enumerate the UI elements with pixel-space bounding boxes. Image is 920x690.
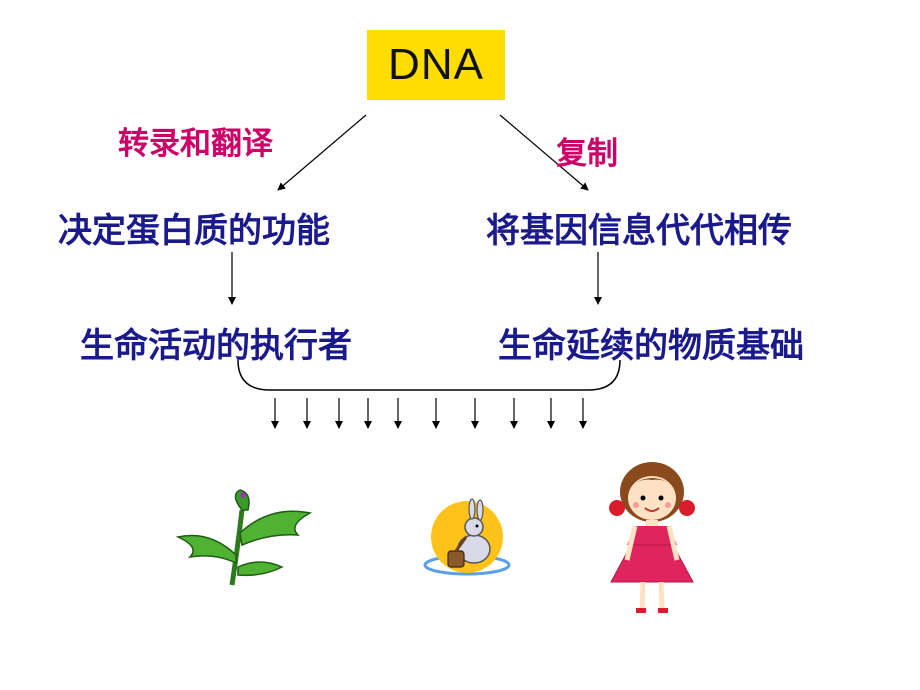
node-right-function: 将基因信息代代相传 [486,211,792,251]
edge-label-transcription: 转录和翻译 [118,126,273,162]
node-right-role: 生命延续的物质基础 [498,326,804,366]
node-left-role: 生命活动的执行者 [80,326,352,366]
plant-illustration [175,489,313,586]
dna-label: DNA [388,40,484,89]
arrow-dna-to-left [277,114,367,191]
rabbit-illustration [423,498,511,576]
bracket [237,359,621,391]
girl-illustration [609,462,695,613]
node-left-function: 决定蛋白质的功能 [58,211,330,251]
small-arrows [271,398,587,429]
dna-node: DNA [367,30,505,100]
arrow-dna-to-right [499,114,589,191]
edge-label-replication: 复制 [556,136,618,172]
